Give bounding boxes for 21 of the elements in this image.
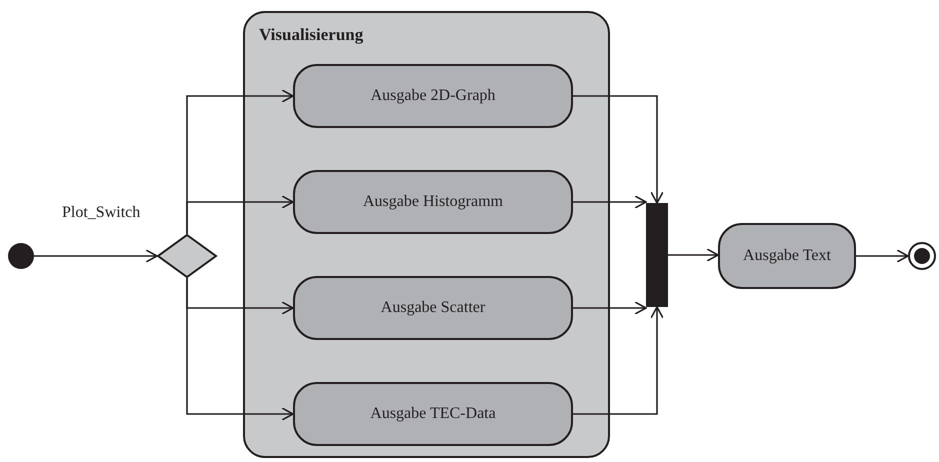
arrow (186, 195, 294, 234)
arrow (573, 306, 664, 415)
initial-node (8, 243, 34, 269)
arrow (186, 278, 294, 421)
arrow (34, 249, 158, 263)
action-node: Ausgabe Scatter (293, 276, 573, 340)
action-node: Ausgabe Histogramm (293, 170, 573, 234)
arrow (573, 95, 664, 204)
arrow (573, 195, 647, 209)
action-node: Ausgabe Text (718, 223, 856, 289)
fork-bar (646, 203, 668, 307)
guard-label: Plot_Switch (62, 204, 140, 222)
arrow (668, 248, 719, 262)
arrow (573, 301, 647, 315)
action-node: Ausgabe TEC-Data (293, 382, 573, 446)
decision-diamond (157, 234, 217, 278)
partition-title: Visualisierung (259, 25, 364, 45)
arrow (856, 249, 909, 263)
final-node (908, 242, 936, 270)
action-node: Ausgabe 2D-Graph (293, 64, 573, 128)
activity-partition (243, 11, 610, 458)
